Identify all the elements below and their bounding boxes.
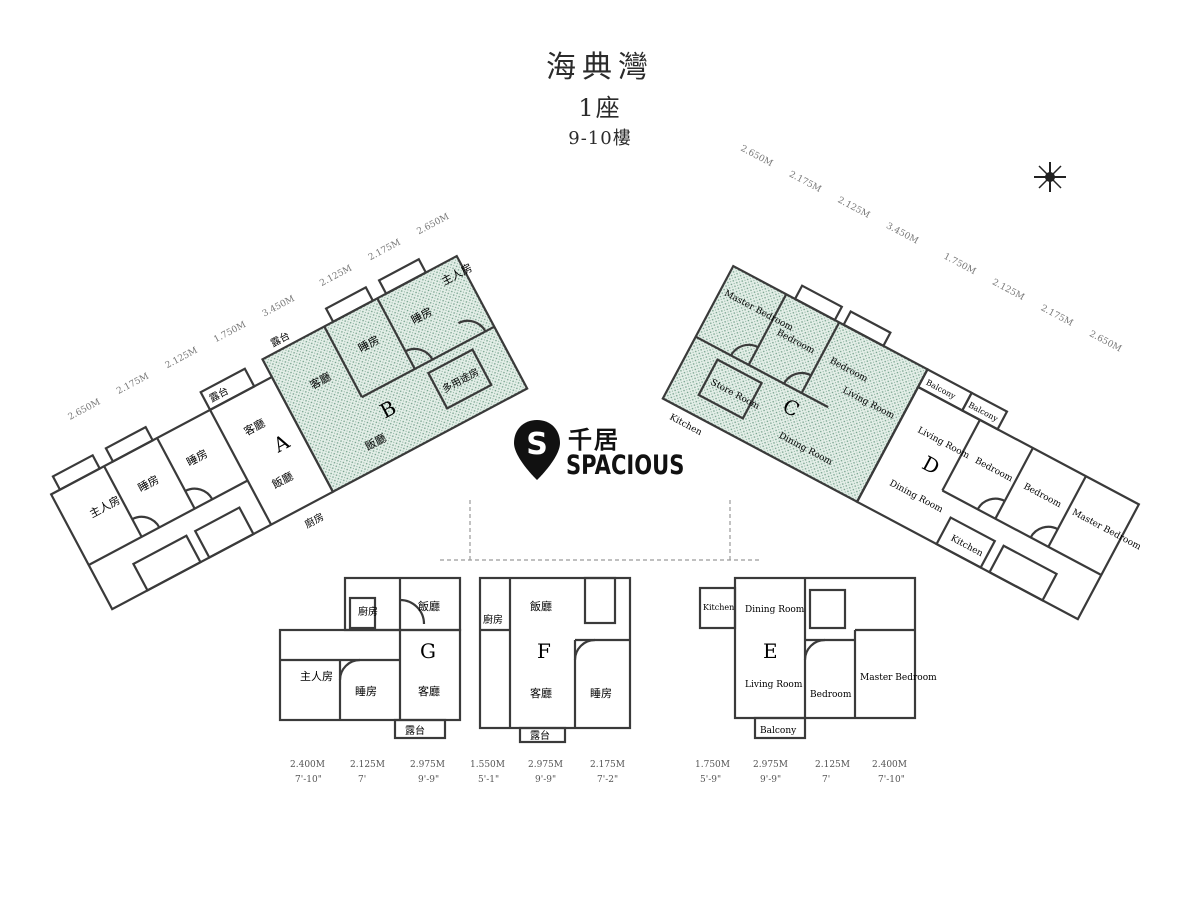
unit-f-room-kitchen: 廚房 (483, 613, 503, 626)
dim-bottom-8: 2.125M (815, 760, 850, 770)
spacious-watermark: S 千居 SPACIOUS (512, 418, 702, 484)
unit-d-room-master: Master Bedroom (1070, 508, 1143, 553)
dim-bottom-ft-1: 7' (358, 775, 366, 785)
dim-bottom-3: 1.550M (470, 760, 505, 770)
dim-bottom-ft-4: 9'-9" (535, 775, 556, 785)
dim-bottom-7: 2.975M (753, 760, 788, 770)
dim-bottom-ft-5: 7'-2" (597, 775, 618, 785)
unit-e-room-living: Living Room (745, 680, 803, 690)
unit-a-room-kitchen: 廚房 (302, 510, 326, 531)
dim-right-1: 2.175M (787, 170, 823, 195)
brand-name-en: SPACIOUS (566, 450, 685, 481)
bottom-dimensions: 2.400M 2.125M 2.975M 1.550M 2.975M 2.175… (290, 760, 907, 785)
dim-left-1: 2.175M (115, 372, 151, 397)
unit-a-room-bed1: 睡房 (136, 473, 162, 495)
unit-e-room-dining: Dining Room (745, 605, 805, 615)
dim-right-4: 1.750M (942, 252, 978, 277)
floors-label: 9-10樓 (568, 128, 632, 149)
dim-bottom-ft-0: 7'-10" (295, 775, 322, 785)
unit-b-walls (261, 254, 529, 494)
unit-d-walls (855, 367, 1141, 621)
unit-e-room-bedroom: Bedroom (810, 690, 852, 700)
unit-f-letter: F (537, 639, 551, 663)
unit-f-room-living: 客廳 (530, 686, 552, 700)
unit-a-room-master: 主人房 (87, 494, 122, 521)
unit-a-room-dining: 飯廳 (270, 469, 296, 492)
unit-d-room-balcony1: Balcony (924, 378, 957, 401)
unit-g-walls (278, 576, 462, 740)
unit-d-room-kitchen: Kitchen (949, 534, 985, 559)
dim-right-7: 2.650M (1087, 329, 1123, 354)
unit-e-letter: E (763, 639, 778, 663)
dim-right-5: 2.125M (990, 278, 1026, 303)
unit-a-room-living: 客廳 (241, 416, 267, 439)
unit-f-room-dining: 飯廳 (530, 599, 552, 613)
unit-g-room-kitchen: 廚房 (358, 605, 378, 618)
unit-d-room-balcony2: Balcony (967, 400, 1000, 423)
unit-g-room-master: 主人房 (300, 670, 333, 683)
dim-bottom-0: 2.400M (290, 760, 325, 770)
unit-e-walls (698, 576, 917, 740)
unit-a-room-bed2: 睡房 (184, 447, 210, 469)
spacious-logo-icon: S (514, 420, 560, 480)
svg-text:S: S (526, 427, 548, 462)
unit-g-room-balcony: 露台 (405, 724, 425, 737)
left-wing: 主人房 睡房 睡房 客廳 飯廳 廚房 露台 A (49, 254, 529, 611)
dim-left-7: 2.650M (415, 212, 451, 237)
unit-g-letter: G (420, 639, 436, 663)
unit-g-room-bedroom: 睡房 (355, 685, 377, 698)
unit-f-room-bedroom: 睡房 (590, 687, 612, 700)
dim-bottom-6: 1.750M (695, 760, 730, 770)
unit-g-room-living: 客廳 (418, 684, 440, 698)
dim-bottom-ft-7: 9'-9" (760, 775, 781, 785)
unit-d-letter: D (918, 451, 943, 480)
unit-c-walls (661, 264, 929, 504)
dim-left-3: 1.750M (212, 320, 248, 345)
dim-left-6: 2.175M (367, 238, 403, 263)
dim-bottom-9: 2.400M (872, 760, 907, 770)
dim-left-2: 2.125M (164, 346, 200, 371)
north-arrow-icon (1034, 162, 1066, 192)
dim-bottom-ft-8: 7' (822, 775, 830, 785)
unit-d-room-bed2: Bedroom (1022, 482, 1064, 510)
dim-bottom-ft-6: 5'-9" (700, 775, 721, 785)
dim-left-4: 3.450M (261, 294, 297, 319)
dim-bottom-2: 2.975M (410, 760, 445, 770)
unit-d-room-bed1: Bedroom (973, 456, 1015, 484)
dim-bottom-ft-2: 9'-9" (418, 775, 439, 785)
dim-bottom-ft-9: 7'-10" (878, 775, 905, 785)
dim-bottom-4: 2.975M (528, 760, 563, 770)
unit-e-room-balcony: Balcony (760, 726, 797, 736)
dim-right-0: 2.650M (739, 144, 775, 169)
unit-f-room-balcony: 露台 (530, 729, 550, 742)
dim-bottom-1: 2.125M (350, 760, 385, 770)
brand-name-cn: 千居 (568, 426, 620, 454)
estate-title: 海典灣 (546, 50, 654, 85)
unit-e-room-master: Master Bedroom (860, 673, 937, 683)
unit-d-room-dining: Dining Room (887, 479, 944, 516)
unit-f-walls (478, 576, 632, 744)
dim-bottom-ft-3: 5'-1" (478, 775, 499, 785)
block-label: 1座 (578, 94, 622, 122)
central-core (440, 500, 760, 561)
unit-e-room-kitchen: Kitchen (703, 603, 734, 612)
unit-a-letter: A (268, 429, 293, 458)
dim-left-0: 2.650M (67, 397, 103, 422)
dim-right-2: 2.125M (836, 195, 872, 220)
dim-left-5: 2.125M (318, 264, 354, 289)
dim-bottom-5: 2.175M (590, 760, 625, 770)
dim-right-3: 3.450M (884, 221, 920, 246)
unit-d-room-living: Living Room (916, 426, 972, 462)
dim-right-6: 2.175M (1039, 303, 1075, 328)
unit-g-room-dining: 飯廳 (418, 599, 440, 613)
